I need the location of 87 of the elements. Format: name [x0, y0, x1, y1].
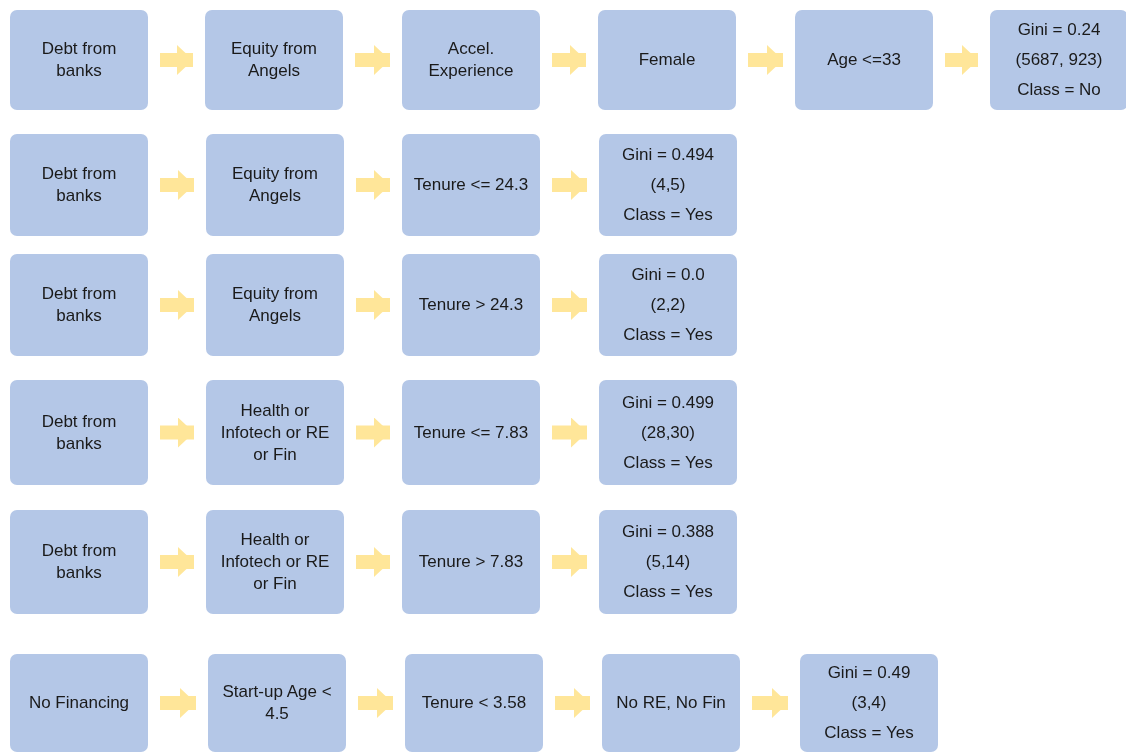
arrow [356, 417, 390, 448]
node-text: (5687, 923) [1015, 49, 1103, 71]
node-text: Tenure > 7.83 [418, 551, 524, 573]
node-text: Gini = 0.49 [827, 662, 911, 684]
node-text: Debt from banks [40, 540, 118, 584]
node-text: Accel. Experience [427, 38, 515, 82]
arrow [355, 45, 390, 75]
arrow [552, 45, 586, 75]
node-text: Class = Yes [623, 581, 713, 603]
process-box [599, 254, 737, 356]
process-box [10, 134, 148, 236]
node-text: No Financing [28, 692, 130, 714]
node-text: Equity from Angels [231, 163, 319, 207]
arrow [356, 547, 390, 577]
node-text: (5,14) [645, 551, 691, 573]
node-text: Tenure <= 24.3 [413, 174, 529, 196]
process-box [206, 510, 344, 614]
process-box [402, 254, 540, 356]
arrow [552, 170, 587, 200]
process-box [208, 654, 346, 752]
node-text: Tenure < 3.58 [421, 692, 527, 714]
process-box [599, 510, 737, 614]
process-box [599, 380, 737, 485]
process-box [402, 510, 540, 614]
arrow [552, 290, 587, 320]
node-text: Gini = 0.494 [621, 144, 715, 166]
process-box [205, 10, 343, 110]
process-box [602, 654, 740, 752]
arrow [552, 547, 587, 577]
process-box [10, 380, 148, 485]
process-box [402, 10, 540, 110]
process-box [405, 654, 543, 752]
node-text: Female [638, 49, 696, 71]
process-box [206, 134, 344, 236]
arrow [752, 688, 788, 718]
process-box [800, 654, 938, 752]
node-text: Gini = 0.388 [621, 521, 715, 543]
node-text: (2,2) [650, 294, 686, 316]
node-text: Class = No [1017, 79, 1101, 101]
node-text: Gini = 0.24 [1017, 19, 1101, 41]
process-box [206, 254, 344, 356]
node-text: Tenure <= 7.83 [413, 421, 529, 444]
process-box [10, 654, 148, 752]
arrow [160, 45, 193, 75]
process-box [10, 10, 148, 110]
node-text: Debt from banks [40, 163, 118, 207]
node-text: Gini = 0.499 [621, 391, 715, 414]
node-text: Start-up Age < 4.5 [221, 681, 333, 725]
process-box [795, 10, 933, 110]
arrow [356, 170, 390, 200]
arrow [356, 290, 390, 320]
node-text: Class = Yes [623, 324, 713, 346]
node-text: Class = Yes [623, 451, 713, 474]
arrow [160, 290, 194, 320]
node-text: Class = Yes [623, 204, 713, 226]
node-text: (4,5) [650, 174, 686, 196]
arrow [945, 45, 978, 75]
node-text: Health or Infotech or RE or Fin [219, 399, 331, 466]
process-box [599, 134, 737, 236]
arrow [552, 417, 587, 448]
node-text: Debt from banks [40, 38, 118, 82]
arrow [358, 688, 393, 718]
arrow [555, 688, 590, 718]
arrow [160, 170, 194, 200]
arrow [748, 45, 783, 75]
node-text: No RE, No Fin [616, 692, 726, 714]
process-box [990, 10, 1126, 110]
node-text: Debt from banks [40, 283, 118, 327]
node-text: Debt from banks [40, 410, 118, 455]
process-box [402, 134, 540, 236]
process-box [206, 380, 344, 485]
node-text: (3,4) [851, 692, 887, 714]
process-box [402, 380, 540, 485]
node-text: Class = Yes [824, 722, 914, 744]
arrow [160, 547, 194, 577]
process-box [598, 10, 736, 110]
process-box [10, 254, 148, 356]
node-text: Gini = 0.0 [631, 264, 705, 286]
node-text: Equity from Angels [231, 283, 319, 327]
arrow [160, 688, 196, 718]
node-text: Age <=33 [827, 49, 901, 71]
node-text: (28,30) [641, 421, 695, 444]
node-text: Health or Infotech or RE or Fin [219, 529, 331, 595]
node-text: Tenure > 24.3 [418, 294, 524, 316]
process-box [10, 510, 148, 614]
arrow [160, 417, 194, 448]
node-text: Equity from Angels [230, 38, 318, 82]
